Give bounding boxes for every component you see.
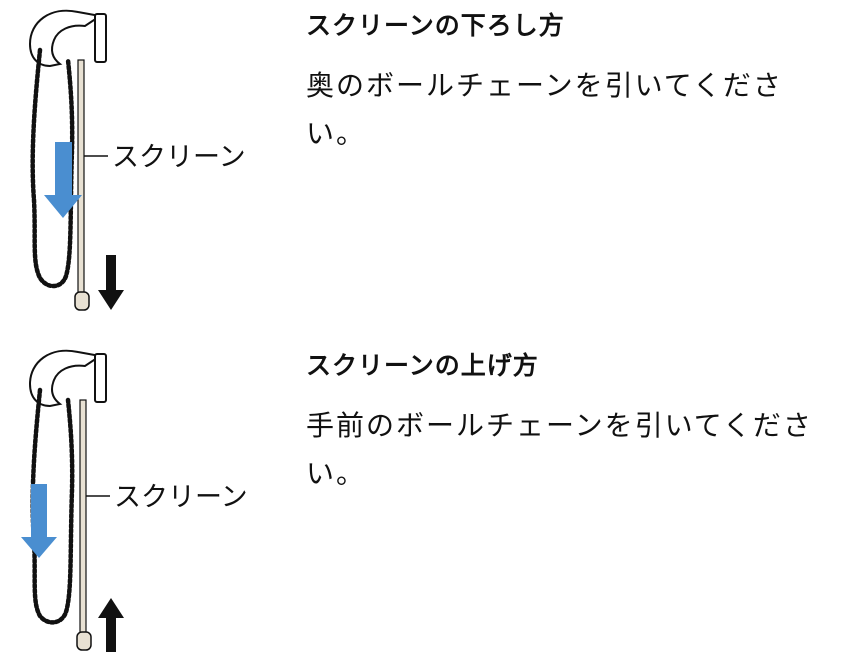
- raise-section: スクリーン スクリーンの上げ方 手前のボールチェーンを引いてください。: [0, 340, 845, 664]
- raise-instruction: 手前のボールチェーンを引いてください。: [306, 409, 813, 490]
- blue-down-arrow-icon: [44, 142, 82, 218]
- screen-label: スクリーン: [114, 482, 248, 513]
- raise-title: スクリーンの上げ方: [306, 351, 539, 380]
- screen-rod: [79, 399, 87, 637]
- screen-rod: [77, 59, 85, 297]
- lower-diagram: スクリーン: [28, 9, 246, 311]
- screen-pull-handle: [76, 631, 92, 651]
- lower-title: スクリーンの下ろし方: [306, 11, 565, 40]
- black-up-arrow-icon: [98, 598, 124, 652]
- black-down-arrow-icon: [98, 255, 124, 310]
- screen-label: スクリーン: [112, 142, 246, 173]
- raise-diagram: スクリーン: [21, 349, 248, 652]
- lower-section: スクリーン スクリーンの下ろし方 奥のボールチェーンを引いてください。: [0, 0, 845, 330]
- blue-down-arrow-icon: [21, 484, 57, 558]
- roller-bracket-icon: [28, 9, 107, 68]
- roller-bracket-icon: [28, 349, 107, 408]
- ball-chain: [30, 47, 75, 289]
- lower-instruction: 奥のボールチェーンを引いてください。: [306, 69, 783, 150]
- screen-pull-handle: [74, 291, 90, 311]
